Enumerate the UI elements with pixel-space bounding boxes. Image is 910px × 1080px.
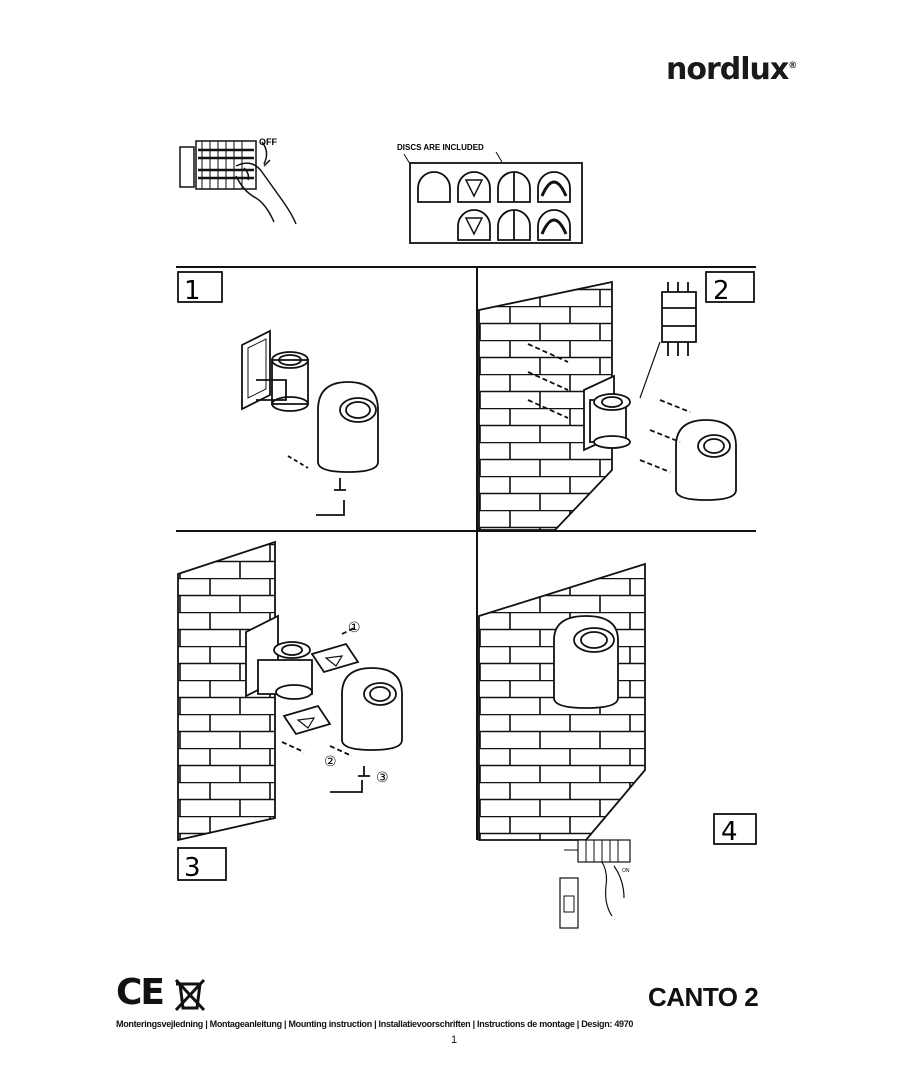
step3-callout-2: ② (324, 754, 337, 770)
weee-bin-icon (174, 978, 206, 1012)
step-number-3: 3 (184, 853, 201, 883)
panel-step-3 (177, 540, 403, 881)
panel-grid (176, 266, 756, 840)
product-name: CANTO 2 (648, 982, 759, 1012)
page-number: 1 (451, 1034, 458, 1046)
ce-mark: CE (116, 972, 165, 1013)
step3-callout-3: ③ (376, 770, 389, 786)
step-number-2: 2 (713, 276, 730, 306)
switch-off-label: OFF (259, 137, 277, 147)
breaker-off-illustration (179, 140, 297, 225)
discs-box (403, 151, 583, 244)
panel-step-1 (177, 271, 379, 516)
brand-logo: nordlux® (666, 52, 797, 87)
brand-logo-text: nordlux (666, 52, 789, 87)
step-number-4: 4 (721, 817, 738, 847)
brand-logo-mark: ® (788, 61, 797, 71)
footer-languages: Monteringsvejledning | Montageanleitung … (116, 1019, 634, 1029)
step3-callout-1: ① (348, 620, 361, 636)
discs-included-label: DISCS ARE INCLUDED (397, 143, 484, 152)
step4-on-label: ON (622, 868, 630, 874)
panel-step-4 (478, 562, 757, 929)
step-number-1: 1 (184, 276, 201, 306)
panel-step-2 (478, 271, 755, 531)
